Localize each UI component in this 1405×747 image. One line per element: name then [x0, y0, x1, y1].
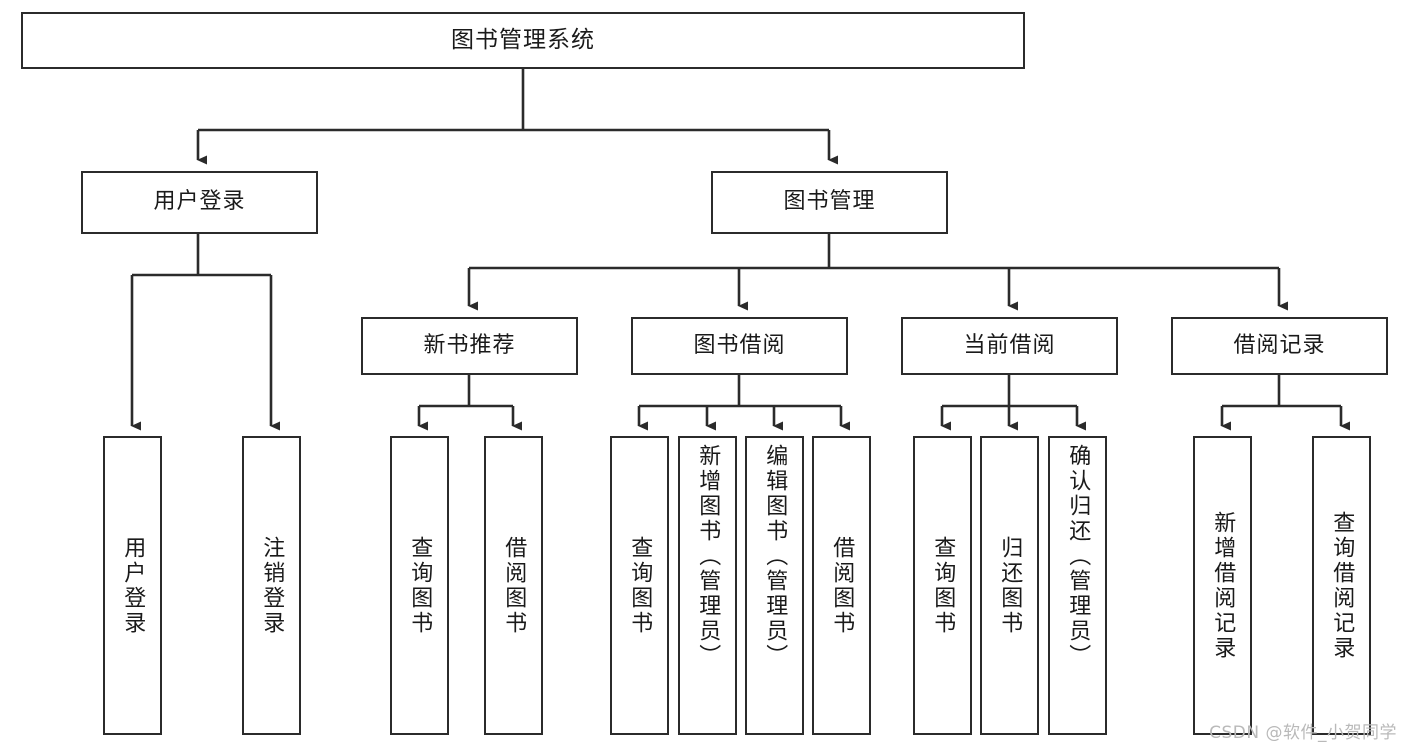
node-leaf-logout[interactable]: 注销登录: [242, 436, 301, 735]
node-current-borrow[interactable]: 当前借阅: [901, 317, 1118, 375]
node-leaf-query-record[interactable]: 查询借阅记录: [1312, 436, 1371, 735]
node-leaf-query-book-3[interactable]: 查询图书: [913, 436, 972, 735]
node-new-book-recommend[interactable]: 新书推荐: [361, 317, 578, 375]
node-leaf-query-book-2[interactable]: 查询图书: [610, 436, 669, 735]
node-leaf-borrow-book-1[interactable]: 借阅图书: [484, 436, 543, 735]
node-book-management[interactable]: 图书管理: [711, 171, 948, 234]
node-leaf-return-book[interactable]: 归还图书: [980, 436, 1039, 735]
node-leaf-add-book[interactable]: 新增图书（管理员）: [678, 436, 737, 735]
node-leaf-borrow-book-2[interactable]: 借阅图书: [812, 436, 871, 735]
node-leaf-user-login[interactable]: 用户登录: [103, 436, 162, 735]
node-borrow-record[interactable]: 借阅记录: [1171, 317, 1388, 375]
node-leaf-add-record[interactable]: 新增借阅记录: [1193, 436, 1252, 735]
node-user-login[interactable]: 用户登录: [81, 171, 318, 234]
watermark-text: CSDN @软件_小贺同学: [1209, 723, 1397, 743]
node-leaf-confirm-return[interactable]: 确认归还（管理员）: [1048, 436, 1107, 735]
node-leaf-edit-book[interactable]: 编辑图书（管理员）: [745, 436, 804, 735]
node-book-management-system[interactable]: 图书管理系统: [21, 12, 1025, 69]
node-book-borrow[interactable]: 图书借阅: [631, 317, 848, 375]
node-leaf-query-book-1[interactable]: 查询图书: [390, 436, 449, 735]
